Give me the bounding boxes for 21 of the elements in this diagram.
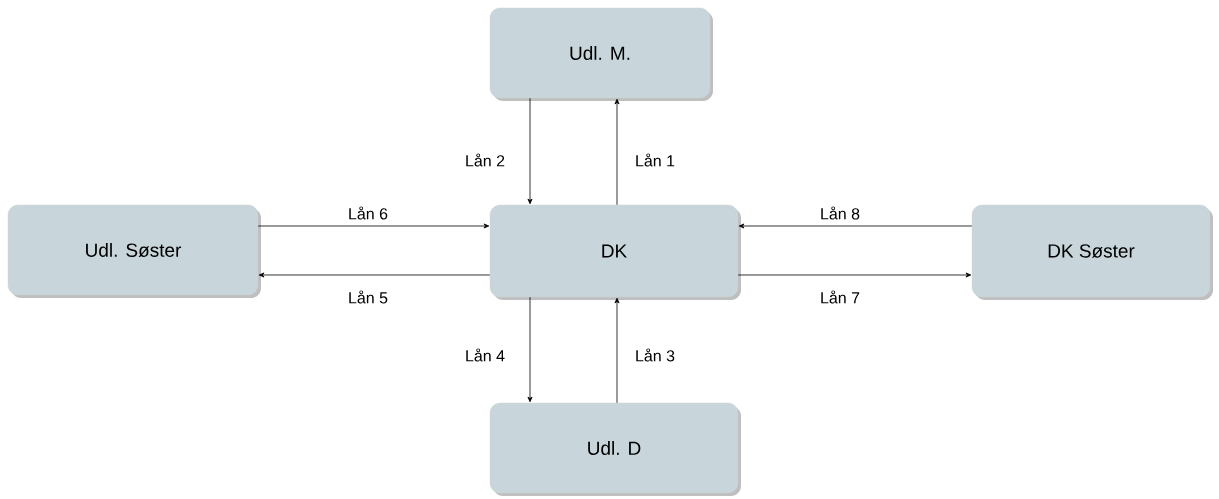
arrow [614,297,620,404]
edge-label: Lån 8 [821,206,860,220]
arrow [527,97,533,205]
process-box: Udl. Søster [7,204,261,298]
edge-label: Lån 4 [466,348,505,362]
process-box: Udl. M. [489,7,713,101]
process-box: DK [489,204,741,300]
edge-label: Lån 1 [636,153,675,167]
arrow [738,223,973,229]
arrow [258,272,491,278]
arrow [614,98,620,206]
process-box: DK Søster [971,204,1213,300]
arrow [527,296,533,403]
edge-label: Lån 2 [466,153,505,167]
arrow [737,272,972,278]
edge-label: Lån 7 [821,290,860,304]
edge-label: Lån 6 [349,206,388,220]
edge-label: Lån 5 [349,290,388,304]
arrow [257,223,490,229]
process-box: Udl. D [489,402,741,496]
edge-label: Lån 3 [636,348,675,362]
